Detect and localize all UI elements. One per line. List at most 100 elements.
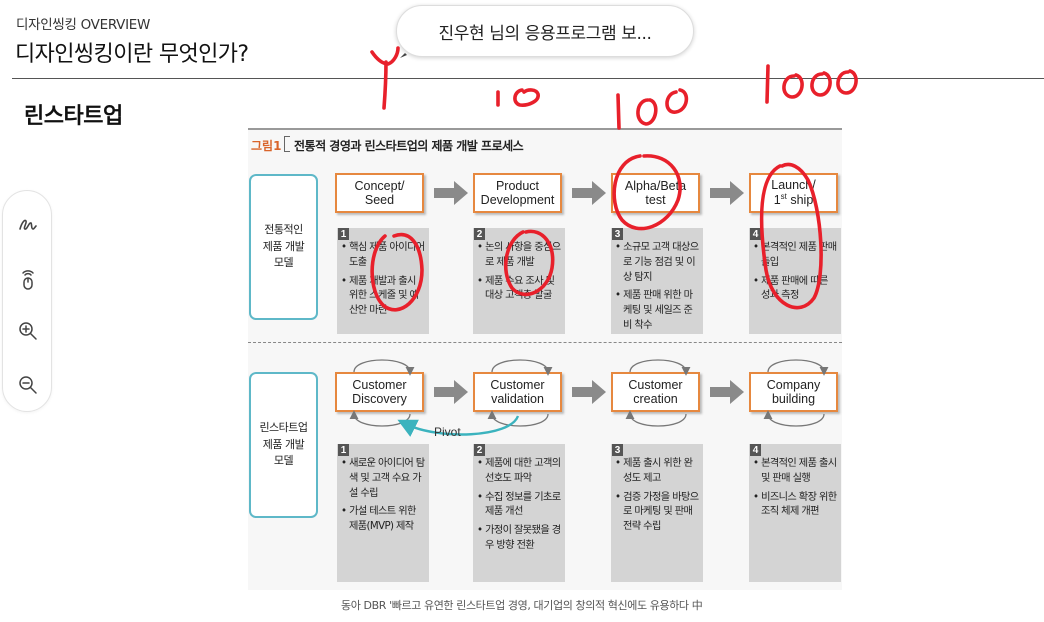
desc-box-lean-2: 2 제품에 대한 고객의 선호도 파악 수집 정보를 기초로 제품 개선 가정이…	[473, 444, 565, 582]
process-figure: 그림1 전통적 경영과 린스타트업의 제품 개발 프로세스 전통적인 제품 개발…	[248, 128, 842, 590]
annotation-stroke	[836, 69, 858, 95]
ordinal-suffix: st	[780, 192, 787, 202]
stage-line: Concept/	[354, 178, 405, 193]
desc-item: 가설 테스트 위한 제품(MVP) 제작	[341, 505, 427, 535]
desc-number: 3	[612, 228, 623, 240]
desc-item: 제품 수요 조사 및 대상 고객층 발굴	[477, 275, 563, 305]
loop-arrow	[353, 359, 415, 376]
desc-list: 새로운 아이디어 탐색 및 고객 수요 가설 수립 가설 테스트 위한 제품(M…	[341, 457, 427, 539]
desc-item: 제품 출시 위한 완성도 제고	[615, 457, 701, 487]
stage-line: Development	[480, 193, 555, 207]
desc-list: 본격적인 제품 판매 돌입 제품 판매에 따른 성과 측정	[753, 241, 839, 308]
figure-number: 그림1	[251, 139, 282, 153]
desc-box-traditional-4: 4 본격적인 제품 판매 돌입 제품 판매에 따른 성과 측정	[749, 228, 841, 334]
zoom-in-icon	[19, 322, 37, 340]
stage-line: Customer	[628, 377, 683, 392]
pivot-arrow	[397, 415, 520, 437]
page-title: 디자인씽킹이란 무엇인가?	[15, 42, 249, 67]
loop-arrow	[629, 359, 691, 376]
annotation-stroke	[636, 98, 658, 126]
loop-arrow	[349, 410, 411, 427]
stage-line: Seed	[364, 193, 395, 207]
row-label-lean: 린스타트업 제품 개발 모델	[249, 372, 318, 518]
desc-box-lean-4: 4 본격적인 제품 출시 및 판매 실행 비즈니스 확장 위한 조직 체제 개편	[749, 444, 841, 582]
desc-number: 1	[338, 444, 349, 456]
loop-arrow	[625, 410, 687, 427]
desc-item: 제품 개발과 출시 위한 스케줄 및 예산안 마련	[341, 275, 427, 319]
loop-arrow	[763, 410, 825, 427]
desc-list: 제품 출시 위한 완성도 제고 검증 가정을 바탕으로 마케팅 및 판매 전략 …	[615, 457, 701, 539]
stage-concept-seed: Concept/Seed	[335, 173, 424, 213]
mouse-icon	[22, 270, 34, 290]
desc-number: 2	[474, 444, 485, 456]
desc-item: 가정이 잘못됐을 경우 방향 전환	[477, 524, 563, 554]
stage-line: Product	[495, 178, 540, 193]
cursor-icon	[400, 53, 407, 58]
figure-title: 전통적 경영과 린스타트업의 제품 개발 프로세스	[294, 139, 524, 153]
desc-number: 1	[338, 228, 349, 240]
annotation-stroke	[665, 88, 689, 114]
right-arrow	[434, 380, 468, 404]
desc-number: 2	[474, 228, 485, 240]
right-arrow	[572, 380, 606, 404]
desc-item: 본격적인 제품 판매 돌입	[753, 241, 839, 271]
pen-tool-button[interactable]	[16, 213, 40, 237]
row-divider	[248, 342, 842, 343]
row-label-line: 모델	[273, 256, 294, 270]
pen-icon	[19, 219, 37, 230]
desc-list: 소규모 고객 대상으로 기능 점검 및 이상 탐지 제품 판매 위한 마케팅 및…	[615, 241, 701, 338]
annotation-stroke	[616, 93, 621, 130]
stage-launch-first-ship: Launch/1st ship	[749, 173, 838, 213]
annotation-stroke	[513, 88, 540, 107]
annotation-stroke	[810, 71, 832, 97]
zoom-out-button[interactable]	[16, 373, 40, 397]
desc-box-lean-3: 3 제품 출시 위한 완성도 제고 검증 가정을 바탕으로 마케팅 및 판매 전…	[611, 444, 703, 582]
figure-caption: 동아 DBR '빠르고 유연한 린스타트업 경영, 대기업의 창의적 혁신에도 …	[341, 599, 703, 612]
app-tooltip: 진우현 님의 응용프로그램 보...	[396, 5, 694, 57]
desc-list: 핵심 제품 아이디어 도출 제품 개발과 출시 위한 스케줄 및 예산안 마련	[341, 241, 427, 323]
desc-box-lean-1: 1 새로운 아이디어 탐색 및 고객 수요 가설 수립 가설 테스트 위한 제품…	[337, 444, 429, 582]
pointer-tool-button[interactable]	[16, 269, 40, 293]
desc-number: 4	[750, 228, 761, 240]
stage-line: validation	[491, 392, 544, 406]
loop-arrow	[491, 359, 553, 376]
row-label-line: 전통적인	[264, 223, 303, 237]
row-label-traditional: 전통적인 제품 개발 모델	[249, 174, 318, 320]
desc-list: 제품에 대한 고객의 선호도 파악 수집 정보를 기초로 제품 개선 가정이 잘…	[477, 457, 563, 558]
zoom-out-icon	[19, 376, 37, 394]
stage-line: Company	[766, 377, 821, 392]
stage-line: Discovery	[352, 392, 407, 406]
desc-item: 비즈니스 확장 위한 조직 체제 개편	[753, 491, 839, 521]
stage-line: Customer	[490, 377, 545, 392]
desc-item: 논의 사항을 중심으로 제품 개발	[477, 241, 563, 271]
desc-item: 검증 가정을 바탕으로 마케팅 및 판매 전략 수립	[615, 491, 701, 535]
desc-number: 3	[612, 444, 623, 456]
stage-line: 1st ship	[773, 192, 814, 208]
desc-item: 수집 정보를 기초로 제품 개선	[477, 491, 563, 521]
pivot-label: Pivot	[434, 425, 461, 439]
row-label-line: 모델	[273, 454, 294, 468]
desc-box-traditional-3: 3 소규모 고객 대상으로 기능 점검 및 이상 탐지 제품 판매 위한 마케팅…	[611, 228, 703, 334]
zoom-in-button[interactable]	[16, 319, 40, 343]
desc-item: 핵심 제품 아이디어 도출	[341, 241, 427, 271]
desc-item: 소규모 고객 대상으로 기능 점검 및 이상 탐지	[615, 241, 701, 285]
row-label-line: 제품 개발	[262, 239, 305, 253]
stage-line: building	[771, 392, 816, 406]
right-arrow	[710, 181, 744, 205]
desc-number: 4	[750, 444, 761, 456]
desc-list: 본격적인 제품 출시 및 판매 실행 비즈니스 확장 위한 조직 체제 개편	[753, 457, 839, 524]
stage-line: creation	[633, 392, 678, 406]
desc-item: 새로운 아이디어 탐색 및 고객 수요 가설 수립	[341, 457, 427, 501]
annotation-stroke	[370, 46, 400, 66]
desc-item: 본격적인 제품 출시 및 판매 실행	[753, 457, 839, 487]
desc-box-traditional-1: 1 핵심 제품 아이디어 도출 제품 개발과 출시 위한 스케줄 및 예산안 마…	[337, 228, 429, 334]
header-divider	[12, 78, 1044, 79]
desc-item: 제품 판매 위한 마케팅 및 세일즈 준비 착수	[615, 289, 701, 333]
right-arrow	[572, 181, 606, 205]
annotation-stroke	[382, 60, 388, 110]
stage-line: Alpha/Beta	[624, 178, 687, 193]
